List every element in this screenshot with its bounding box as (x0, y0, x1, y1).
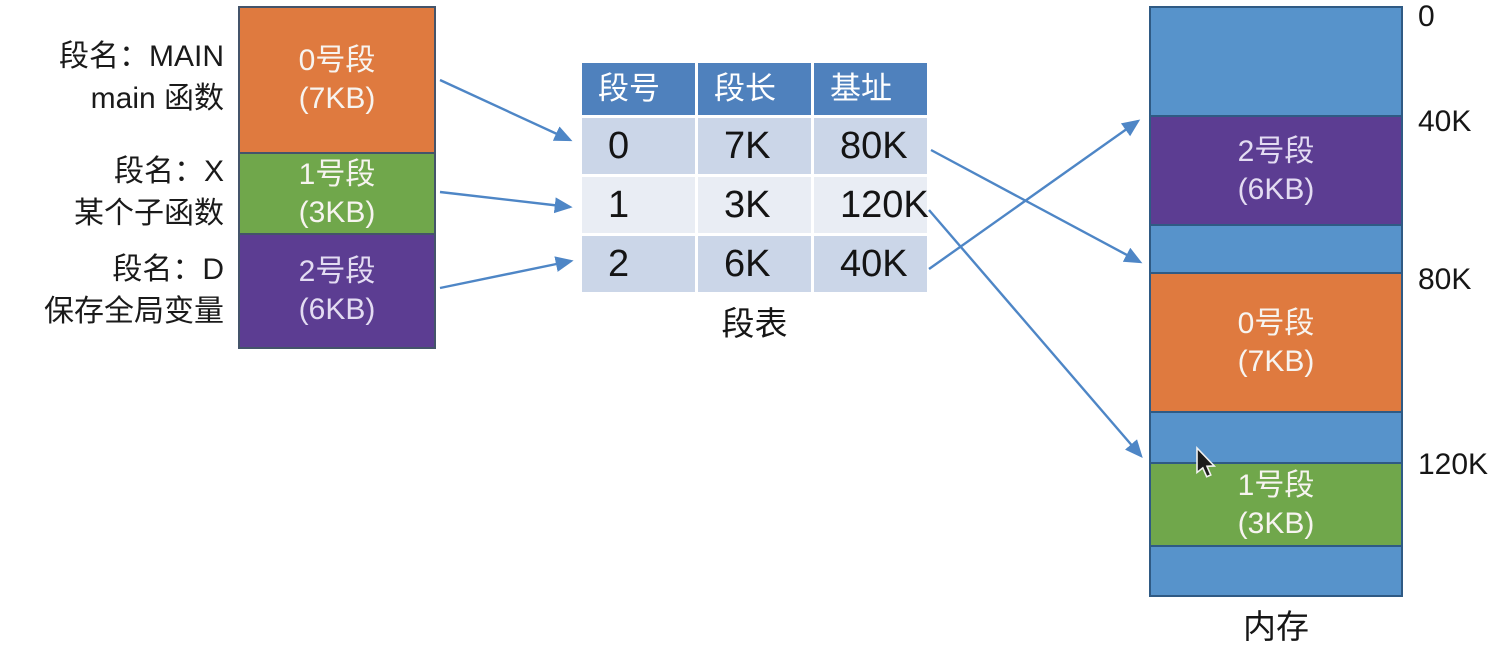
arrow-segment0-to-row0 (439, 78, 573, 142)
memory-free-block-2 (1151, 224, 1401, 272)
process-segment-2-size: (6KB) (298, 293, 376, 326)
memory-free-block-bottom (1151, 545, 1401, 595)
process-segment-stack: 0号段 (7KB) 1号段 (3KB) 2号段 (6KB) (238, 6, 436, 349)
arrow-row1-to-memory-120k (928, 209, 1143, 459)
process-segment-0-size: (7KB) (298, 82, 376, 115)
memory-column: 2号段 (6KB) 0号段 (7KB) 1号段 (3KB) (1149, 6, 1403, 597)
process-segment-0: 0号段 (7KB) (240, 8, 434, 152)
table-cell-r1-base: 120K (814, 177, 929, 233)
table-cell-r1-length: 3K (698, 177, 811, 233)
arrow-segment2-to-row2 (439, 256, 574, 290)
segment-name-label-x: 段名：X 某个子函数 (0, 151, 224, 235)
segment-table: 段号 段长 基址 0 7K 80K 1 3K 120K 2 6K 40K (582, 63, 929, 292)
table-cell-r2-number: 2 (582, 236, 695, 292)
segment-table-header-base: 基址 (814, 63, 927, 115)
segment-table-caption: 段表 (721, 305, 788, 342)
table-cell-r0-base: 80K (814, 118, 927, 174)
process-segment-1-title: 1号段 (298, 157, 376, 191)
memory-segment-2-title: 2号段 (1237, 134, 1315, 168)
process-segment-1: 1号段 (3KB) (240, 152, 434, 233)
memory-free-block-3 (1151, 411, 1401, 462)
memory-segment-2: 2号段 (6KB) (1151, 115, 1401, 224)
segment-name-x-line2: 某个子函数 (74, 197, 224, 230)
memory-address-120k: 120K (1418, 448, 1489, 481)
table-cell-r2-length: 6K (698, 236, 811, 292)
table-cell-r0-number: 0 (582, 118, 695, 174)
memory-segment-0: 0号段 (7KB) (1151, 272, 1401, 411)
segment-name-d-line1: 段名：D (112, 253, 224, 286)
process-segment-1-size: (3KB) (298, 195, 376, 229)
memory-caption: 内存 (1243, 608, 1309, 645)
memory-segment-0-size: (7KB) (1237, 344, 1315, 378)
table-cell-r1-number: 1 (582, 177, 695, 233)
process-segment-2: 2号段 (6KB) (240, 233, 434, 347)
arrow-segment1-to-row1 (439, 190, 573, 214)
segment-table-header-number: 段号 (582, 63, 695, 115)
memory-address-80k: 80K (1418, 263, 1472, 296)
memory-segment-0-title: 0号段 (1237, 306, 1315, 340)
memory-segment-1-size: (3KB) (1237, 506, 1315, 540)
segment-name-d-line2: 保存全局变量 (44, 295, 224, 328)
segment-name-x-line1: 段名：X (113, 155, 224, 188)
arrow-row0-to-memory-80k (930, 148, 1143, 264)
segment-name-label-main: 段名：MAIN main 函数 (0, 36, 224, 120)
process-segment-0-title: 0号段 (298, 44, 376, 77)
memory-address-0: 0 (1418, 0, 1435, 33)
memory-segment-2-size: (6KB) (1237, 172, 1315, 206)
memory-address-40k: 40K (1418, 105, 1472, 138)
segment-name-main-line2: main 函数 (90, 82, 224, 115)
table-cell-r0-length: 7K (698, 118, 811, 174)
memory-segment-1: 1号段 (3KB) (1151, 462, 1401, 545)
segment-table-header-length: 段长 (698, 63, 811, 115)
segment-name-main-line1: 段名：MAIN (59, 40, 224, 73)
memory-free-block-top (1151, 8, 1401, 115)
segment-name-label-d: 段名：D 保存全局变量 (0, 249, 224, 333)
process-segment-2-title: 2号段 (298, 255, 376, 288)
table-cell-r2-base: 40K (814, 236, 927, 292)
memory-segment-1-title: 1号段 (1237, 468, 1315, 502)
arrow-row2-to-memory-40k (928, 119, 1141, 270)
